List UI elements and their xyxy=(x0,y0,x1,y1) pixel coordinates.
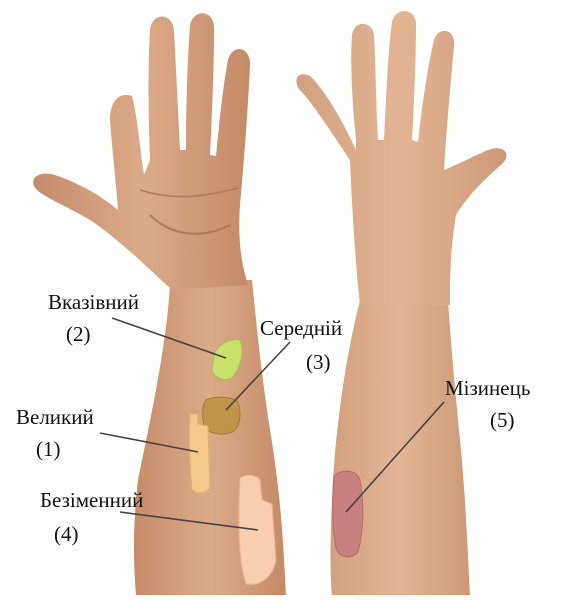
label-little-name: Мізинець xyxy=(445,376,530,400)
label-middle-name: Середній xyxy=(260,316,342,340)
label-index-num: (2) xyxy=(66,322,91,346)
label-ring-name: Безіменний xyxy=(40,488,143,512)
label-ring-num: (4) xyxy=(54,522,79,546)
little-finger-region xyxy=(333,471,363,557)
label-index-name: Вказівний xyxy=(48,290,139,314)
right-arm-back xyxy=(296,11,506,595)
label-thumb-num: (1) xyxy=(36,437,61,461)
label-little-num: (5) xyxy=(490,408,515,432)
thumb-region xyxy=(189,414,210,493)
label-thumb-name: Великий xyxy=(16,405,94,429)
label-middle-num: (3) xyxy=(306,350,331,374)
